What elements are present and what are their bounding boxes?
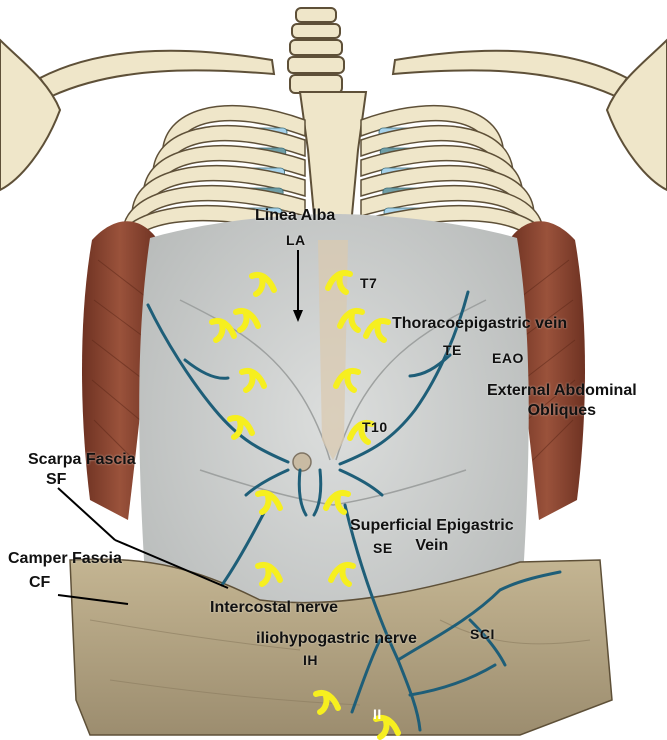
cf-abbreviation: CF <box>29 575 50 591</box>
se-abbreviation: SE <box>373 541 393 555</box>
external-abdominal-obliques-label: External Abdominal Obliques <box>487 381 637 421</box>
camper-fascia-label: Camper Fascia <box>8 551 122 567</box>
scarpa-fascia-label: Scarpa Fascia <box>28 452 136 468</box>
ih-abbreviation: IH <box>303 653 318 667</box>
la-abbreviation: LA <box>286 233 306 247</box>
thoracoepigastric-vein-label: Thoracoepigastric vein <box>392 316 567 332</box>
t10-label: T10 <box>362 420 388 434</box>
iliohypogastric-nerve-label: iliohypogastric nerve <box>256 631 417 647</box>
linea-alba-label: Linea Alba <box>255 208 335 224</box>
sci-abbreviation: SCI <box>470 627 495 641</box>
ii-abbreviation: II <box>373 707 382 721</box>
umbilicus <box>293 453 311 471</box>
intercostal-nerve-label: Intercostal nerve <box>210 600 338 616</box>
te-abbreviation: TE <box>443 343 462 357</box>
t7-label: T7 <box>360 276 377 290</box>
cervical-spine <box>288 8 344 93</box>
eao-abbreviation: EAO <box>492 351 524 365</box>
sf-abbreviation: SF <box>46 472 66 488</box>
